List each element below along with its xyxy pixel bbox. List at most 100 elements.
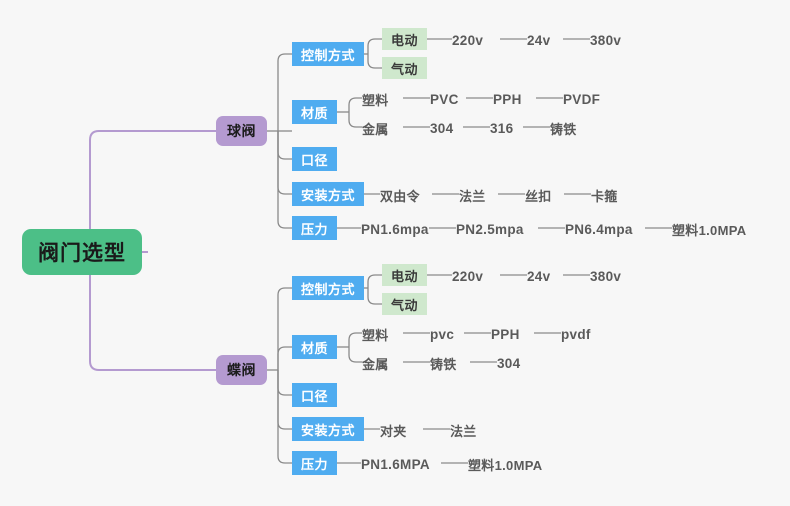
leaf-node-b2-pph[interactable]: PPH [491, 325, 520, 343]
leaf-node-b2-304[interactable]: 304 [497, 354, 520, 372]
leaf-node-label: 380v [590, 268, 622, 284]
leaf-node-b1-pvdf[interactable]: PVDF [563, 90, 600, 108]
leaf-node-label: PPH [491, 326, 520, 342]
leaf-node-b1-304[interactable]: 304 [430, 119, 453, 137]
category-node-label: 材质 [301, 340, 329, 356]
leaf-node-b1-pn16mpa[interactable]: PN1.6mpa [361, 220, 429, 238]
leaf-node-b2-wafer[interactable]: 对夹 [380, 421, 407, 439]
leaf-node-b2-24v[interactable]: 24v [527, 267, 550, 285]
branch-node-label: 球阀 [227, 123, 256, 139]
category-node-label: 口径 [301, 388, 329, 404]
category-node-label: 控制方式 [301, 281, 356, 297]
leaf-node-b2-380v[interactable]: 380v [590, 267, 621, 285]
leaf-node-b1-double-union[interactable]: 双由令 [380, 186, 420, 204]
leaf-node-label: 304 [430, 120, 454, 136]
leaf-node-label: PVDF [563, 91, 601, 107]
leaf-node-label: 316 [490, 120, 514, 136]
category-node-b2-pressure[interactable]: 压力 [292, 451, 338, 475]
leaf-node-label: 双由令 [380, 188, 420, 204]
category-node-b1-caliber[interactable]: 口径 [292, 147, 338, 171]
category-node-b2-control-method[interactable]: 控制方式 [292, 276, 365, 300]
leaf-node-label: 对夹 [380, 423, 407, 439]
leaf-node-b1-plastic-10mpa[interactable]: 塑料1.0MPA [672, 220, 746, 238]
leaf-node-b2-pneumatic[interactable]: 气动 [382, 293, 428, 315]
category-node-b1-material[interactable]: 材质 [292, 100, 338, 124]
leaf-node-label: PN1.6mpa [361, 221, 429, 237]
category-node-b2-material[interactable]: 材质 [292, 335, 338, 359]
leaf-node-label: 塑料1.0MPA [672, 222, 747, 238]
leaf-node-b1-380v[interactable]: 380v [590, 31, 621, 49]
leaf-node-b2-pn16mpa[interactable]: PN1.6MPA [361, 455, 430, 473]
leaf-node-b2-flange[interactable]: 法兰 [450, 421, 477, 439]
leaf-node-b1-metal[interactable]: 金属 [362, 119, 389, 137]
leaf-node-label: 法兰 [459, 188, 486, 204]
category-node-b1-pressure[interactable]: 压力 [292, 216, 338, 240]
leaf-node-label: 气动 [391, 61, 419, 77]
branch-node-butterfly-valve[interactable]: 蝶阀 [216, 355, 267, 385]
category-node-label: 压力 [301, 456, 329, 472]
leaf-node-b1-pn25mpa[interactable]: PN2.5mpa [456, 220, 524, 238]
category-node-b1-installation[interactable]: 安装方式 [292, 182, 365, 206]
leaf-node-label: 塑料 [362, 92, 389, 108]
leaf-node-label: 塑料1.0MPA [468, 457, 543, 473]
leaf-node-label: PN6.4mpa [565, 221, 633, 237]
category-node-label: 压力 [301, 221, 329, 237]
leaf-node-b2-220v[interactable]: 220v [452, 267, 483, 285]
category-node-label: 控制方式 [301, 47, 356, 63]
category-node-label: 材质 [301, 105, 329, 121]
leaf-node-label: PPH [493, 91, 522, 107]
leaf-node-b1-clamp[interactable]: 卡箍 [591, 186, 618, 204]
leaf-node-label: pvdf [561, 326, 591, 342]
leaf-node-b2-electric[interactable]: 电动 [382, 264, 428, 286]
leaf-node-label: pvc [430, 326, 455, 342]
category-node-label: 安装方式 [301, 187, 356, 203]
leaf-node-label: 220v [452, 268, 484, 284]
leaf-node-label: PN2.5mpa [456, 221, 524, 237]
leaf-node-b1-cast-iron[interactable]: 铸铁 [550, 119, 577, 137]
leaf-node-b2-plastic-10mpa[interactable]: 塑料1.0MPA [468, 455, 542, 473]
leaf-node-label: 24v [527, 268, 551, 284]
leaf-node-b1-24v[interactable]: 24v [527, 31, 550, 49]
leaf-node-b2-pvdf[interactable]: pvdf [561, 325, 591, 343]
leaf-node-b1-pvc[interactable]: PVC [430, 90, 459, 108]
category-node-label: 安装方式 [301, 422, 356, 438]
leaf-node-label: 丝扣 [525, 188, 552, 204]
branch-node-label: 蝶阀 [227, 362, 256, 378]
leaf-node-label: PN1.6MPA [361, 456, 430, 472]
leaf-node-b1-316[interactable]: 316 [490, 119, 513, 137]
root-node-valve-selection[interactable]: 阀门选型 [22, 229, 142, 275]
leaf-node-b1-electric[interactable]: 电动 [382, 28, 428, 50]
leaf-node-label: 金属 [362, 356, 389, 372]
leaf-node-label: 220v [452, 32, 484, 48]
leaf-node-label: 电动 [391, 32, 419, 48]
leaf-node-label: 气动 [391, 297, 419, 313]
leaf-node-b2-pvc[interactable]: pvc [430, 325, 454, 343]
leaf-node-label: 塑料 [362, 327, 389, 343]
category-node-b1-control-method[interactable]: 控制方式 [292, 42, 365, 66]
leaf-node-b1-pn64mpa[interactable]: PN6.4mpa [565, 220, 633, 238]
root-node-label: 阀门选型 [38, 242, 126, 265]
category-node-label: 口径 [301, 152, 329, 168]
leaf-node-label: 304 [497, 355, 521, 371]
category-node-b2-installation[interactable]: 安装方式 [292, 417, 365, 441]
leaf-node-label: 24v [527, 32, 551, 48]
leaf-node-b1-220v[interactable]: 220v [452, 31, 483, 49]
leaf-node-b1-flange[interactable]: 法兰 [459, 186, 486, 204]
leaf-node-b2-plastic[interactable]: 塑料 [362, 325, 389, 343]
leaf-node-b1-pneumatic[interactable]: 气动 [382, 57, 428, 79]
branch-node-ball-valve[interactable]: 球阀 [216, 116, 267, 146]
leaf-node-b2-cast-iron[interactable]: 铸铁 [430, 354, 457, 372]
leaf-node-b1-plastic[interactable]: 塑料 [362, 90, 389, 108]
leaf-node-b2-metal[interactable]: 金属 [362, 354, 389, 372]
leaf-node-label: PVC [430, 91, 459, 107]
leaf-node-label: 铸铁 [430, 356, 457, 372]
leaf-node-label: 卡箍 [591, 188, 618, 204]
leaf-node-label: 380v [590, 32, 622, 48]
leaf-node-label: 铸铁 [550, 121, 577, 137]
leaf-node-b1-thread[interactable]: 丝扣 [525, 186, 552, 204]
leaf-node-b1-pph[interactable]: PPH [493, 90, 522, 108]
leaf-node-label: 金属 [362, 121, 389, 137]
leaf-node-label: 电动 [391, 268, 419, 284]
category-node-b2-caliber[interactable]: 口径 [292, 383, 338, 407]
